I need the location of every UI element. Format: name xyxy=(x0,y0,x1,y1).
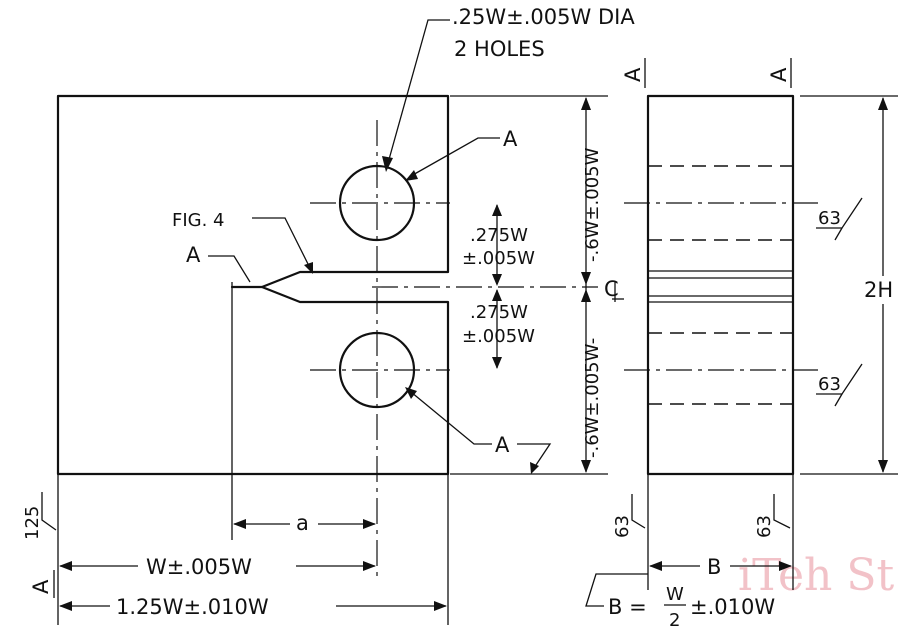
centerline-symbol: C xyxy=(604,277,619,301)
finish-63-lower: 63 xyxy=(818,374,841,395)
finish-63-side-left-mark xyxy=(631,494,646,529)
half-height-top-label: -.6W±.005W xyxy=(582,147,603,262)
half-bot-arrow-up xyxy=(581,289,591,302)
datum-a-lower-leader xyxy=(410,391,492,445)
b-formula-denominator: 2 xyxy=(669,610,680,631)
overall-arrow-left xyxy=(59,601,72,611)
2h-label: 2H xyxy=(864,278,893,302)
2h-arrow-down xyxy=(878,460,888,473)
b-dim-label: B xyxy=(707,555,721,579)
finish-63-upper-tick xyxy=(834,227,843,241)
hole-count-label: 2 HOLES xyxy=(454,37,545,61)
overall-arrow-right xyxy=(434,601,447,611)
w-arrow-left xyxy=(59,561,72,571)
datum-a-edge-arrow xyxy=(530,462,539,474)
w-arrow-right xyxy=(363,561,376,571)
offset-bot-value: .275W xyxy=(470,302,528,323)
fig-4-arrow xyxy=(304,262,313,274)
finish-63-upper: 63 xyxy=(818,208,841,229)
side-view-outline xyxy=(646,94,795,476)
hole-dia-leader xyxy=(387,19,450,164)
b-formula-tolerance: ±.010W xyxy=(690,595,775,619)
a-dim-label: a xyxy=(296,511,309,535)
hole-dia-label: .25W±.005W DIA xyxy=(452,5,635,29)
finish-63-lower-tick xyxy=(834,393,843,407)
half-top-arrow-down xyxy=(581,272,591,285)
offset-bot-arrow-down xyxy=(492,357,502,369)
offset-bot-arrow-up xyxy=(492,289,502,301)
overall-dim-label: 1.25W±.010W xyxy=(116,595,269,619)
offset-top-tolerance: ±.005W xyxy=(462,248,535,269)
w-dim-label: W±.005W xyxy=(146,555,252,579)
datum-a-edge-leader xyxy=(517,443,552,469)
front-view-outline xyxy=(56,94,450,476)
finish-63-side-left: 63 xyxy=(612,515,633,538)
finish-63-side-right: 63 xyxy=(754,515,775,538)
datum-a-left: A xyxy=(29,579,53,594)
datum-a-upper-arrow xyxy=(405,170,418,181)
fig-4-leader xyxy=(252,217,311,269)
a-arrow-left xyxy=(233,519,246,529)
b-formula-leader xyxy=(585,573,648,607)
datum-a-lower-arrow xyxy=(405,387,417,399)
datum-a-upper-hole: A xyxy=(503,127,518,151)
datum-a-lower-hole: A xyxy=(495,433,510,457)
a-arrow-right xyxy=(363,519,376,529)
2h-label-bg xyxy=(862,276,898,304)
datum-a-side-right: A xyxy=(767,67,791,82)
fig-4-reference: FIG. 4 xyxy=(172,210,225,231)
datum-a-notch-leader xyxy=(208,255,251,283)
2h-arrow-up xyxy=(878,97,888,110)
finish-125-mark xyxy=(41,492,57,531)
b-formula-prefix: B = xyxy=(608,595,647,619)
b-formula-numerator: W xyxy=(666,584,684,605)
half-top-arrow-up xyxy=(581,97,591,110)
finish-125-left: 125 xyxy=(22,506,43,540)
offset-top-value: .275W xyxy=(470,225,528,246)
datum-a-notch: A xyxy=(186,243,201,267)
half-height-bottom-label: -.6W±.005W- xyxy=(582,338,603,458)
datum-a-side-left: A xyxy=(621,67,645,82)
b-arrow-right xyxy=(779,561,792,571)
offset-bot-tolerance: ±.005W xyxy=(462,326,535,347)
offset-top-arrow-down xyxy=(492,274,502,286)
b-arrow-left xyxy=(649,561,662,571)
datum-a-upper-leader xyxy=(410,137,500,177)
offset-top-arrow-up xyxy=(492,204,502,216)
hole-dia-arrowhead xyxy=(382,156,393,172)
half-bot-arrow-down xyxy=(581,460,591,473)
finish-63-side-right-mark xyxy=(773,494,791,529)
watermark: iTeh St xyxy=(738,550,895,601)
